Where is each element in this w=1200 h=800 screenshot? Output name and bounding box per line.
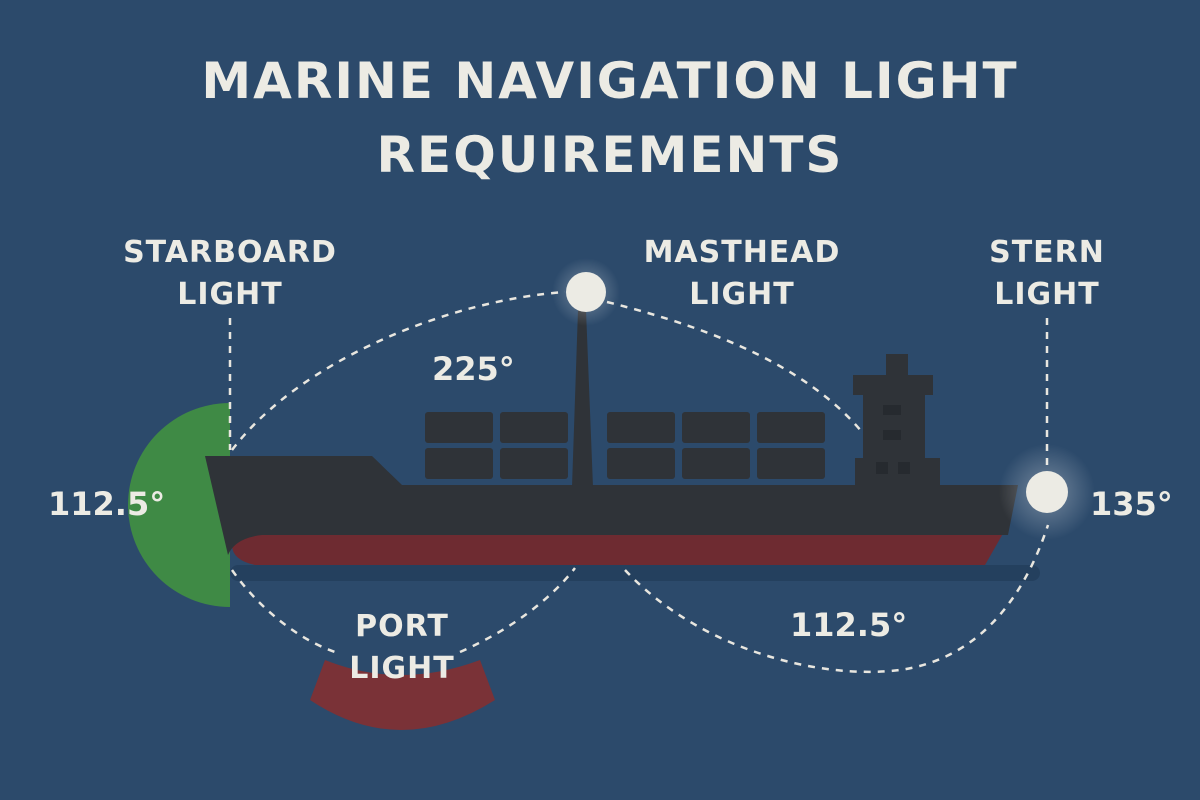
stern-arc — [624, 524, 1050, 674]
port-arc-left — [230, 569, 336, 654]
title-line-2: REQUIREMENTS — [377, 126, 844, 184]
superstructure — [853, 354, 940, 490]
starboard-light-sector — [128, 403, 230, 607]
stern-light — [1026, 471, 1068, 513]
masthead-light — [566, 272, 606, 312]
port-light-sector — [310, 660, 495, 730]
starboard-label-line-2: LIGHT — [177, 277, 282, 312]
masthead-angle: 225° — [432, 350, 515, 388]
masthead-label-line-1: MASTHEAD — [644, 235, 841, 270]
hull — [205, 456, 1018, 555]
cargo-containers — [425, 412, 825, 479]
masthead-label-line-2: LIGHT — [689, 277, 794, 312]
masthead-arc-left — [231, 290, 566, 451]
port-label-line-1: PORT — [355, 609, 449, 644]
port-label-line-2: LIGHT — [349, 651, 454, 686]
waterline-shadow — [230, 565, 1040, 581]
mast — [572, 310, 593, 487]
stern-label-line-2: LIGHT — [994, 277, 1099, 312]
port-angle: 112.5° — [790, 606, 907, 644]
stern-label-line-1: STERN — [989, 235, 1105, 270]
port-arc-right — [459, 567, 576, 654]
starboard-angle: 112.5° — [48, 485, 165, 523]
hull-bottom — [232, 530, 1005, 565]
title-line-1: MARINE NAVIGATION LIGHT — [201, 52, 1018, 110]
masthead-arc-right — [606, 300, 863, 433]
starboard-label-line-1: STARBOARD — [123, 235, 337, 270]
stern-angle: 135° — [1090, 485, 1173, 523]
